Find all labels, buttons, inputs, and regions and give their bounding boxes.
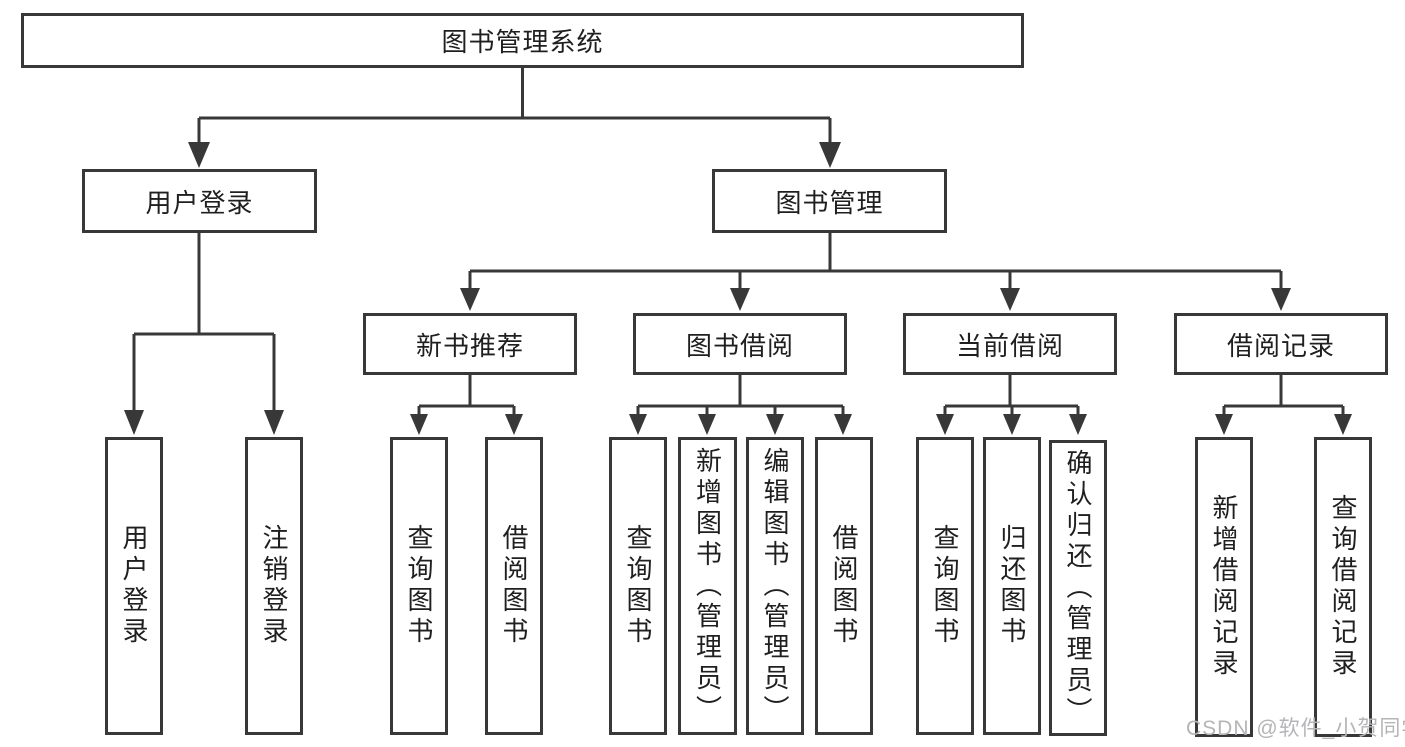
leaf-user-login: 用户登录 xyxy=(105,437,163,735)
leaf-query-books-current: 查询图书 xyxy=(916,437,974,735)
leaf-edit-book-admin: 编辑图书（管理员） xyxy=(746,437,804,735)
node-user-login: 用户登录 xyxy=(82,169,317,233)
leaf-borrow-books-borrowing: 借阅图书 xyxy=(815,437,873,735)
leaf-borrow-books-recommend: 借阅图书 xyxy=(485,437,543,735)
node-new-book-recommend: 新书推荐 xyxy=(363,313,577,375)
branch-new-book-recommend xyxy=(410,375,523,435)
csdn-watermark: CSDN @软件_小贺同学 xyxy=(1186,717,1405,740)
leaf-query-books-recommend: 查询图书 xyxy=(390,437,448,735)
branch-book-borrowing xyxy=(629,375,852,435)
branch-user-login xyxy=(124,233,284,435)
leaf-query-borrow-record: 查询借阅记录 xyxy=(1314,437,1372,737)
branch-current-borrowing xyxy=(936,375,1087,435)
leaf-confirm-return-admin: 确认归还（管理员） xyxy=(1049,440,1107,736)
node-book-borrowing: 图书借阅 xyxy=(633,313,847,375)
leaf-logout: 注销登录 xyxy=(245,437,303,735)
branch-root xyxy=(188,68,841,168)
branch-book-management xyxy=(460,233,1291,311)
node-book-management: 图书管理 xyxy=(712,169,947,233)
leaf-return-books: 归还图书 xyxy=(983,437,1041,735)
branch-borrowing-records xyxy=(1215,375,1352,435)
node-borrowing-records: 借阅记录 xyxy=(1174,313,1388,375)
node-current-borrowing: 当前借阅 xyxy=(903,313,1117,375)
leaf-add-borrow-record: 新增借阅记录 xyxy=(1195,437,1253,737)
node-library-management-system: 图书管理系统 xyxy=(21,13,1024,68)
leaf-add-book-admin: 新增图书（管理员） xyxy=(678,437,737,735)
leaf-query-books-borrowing: 查询图书 xyxy=(609,437,667,735)
